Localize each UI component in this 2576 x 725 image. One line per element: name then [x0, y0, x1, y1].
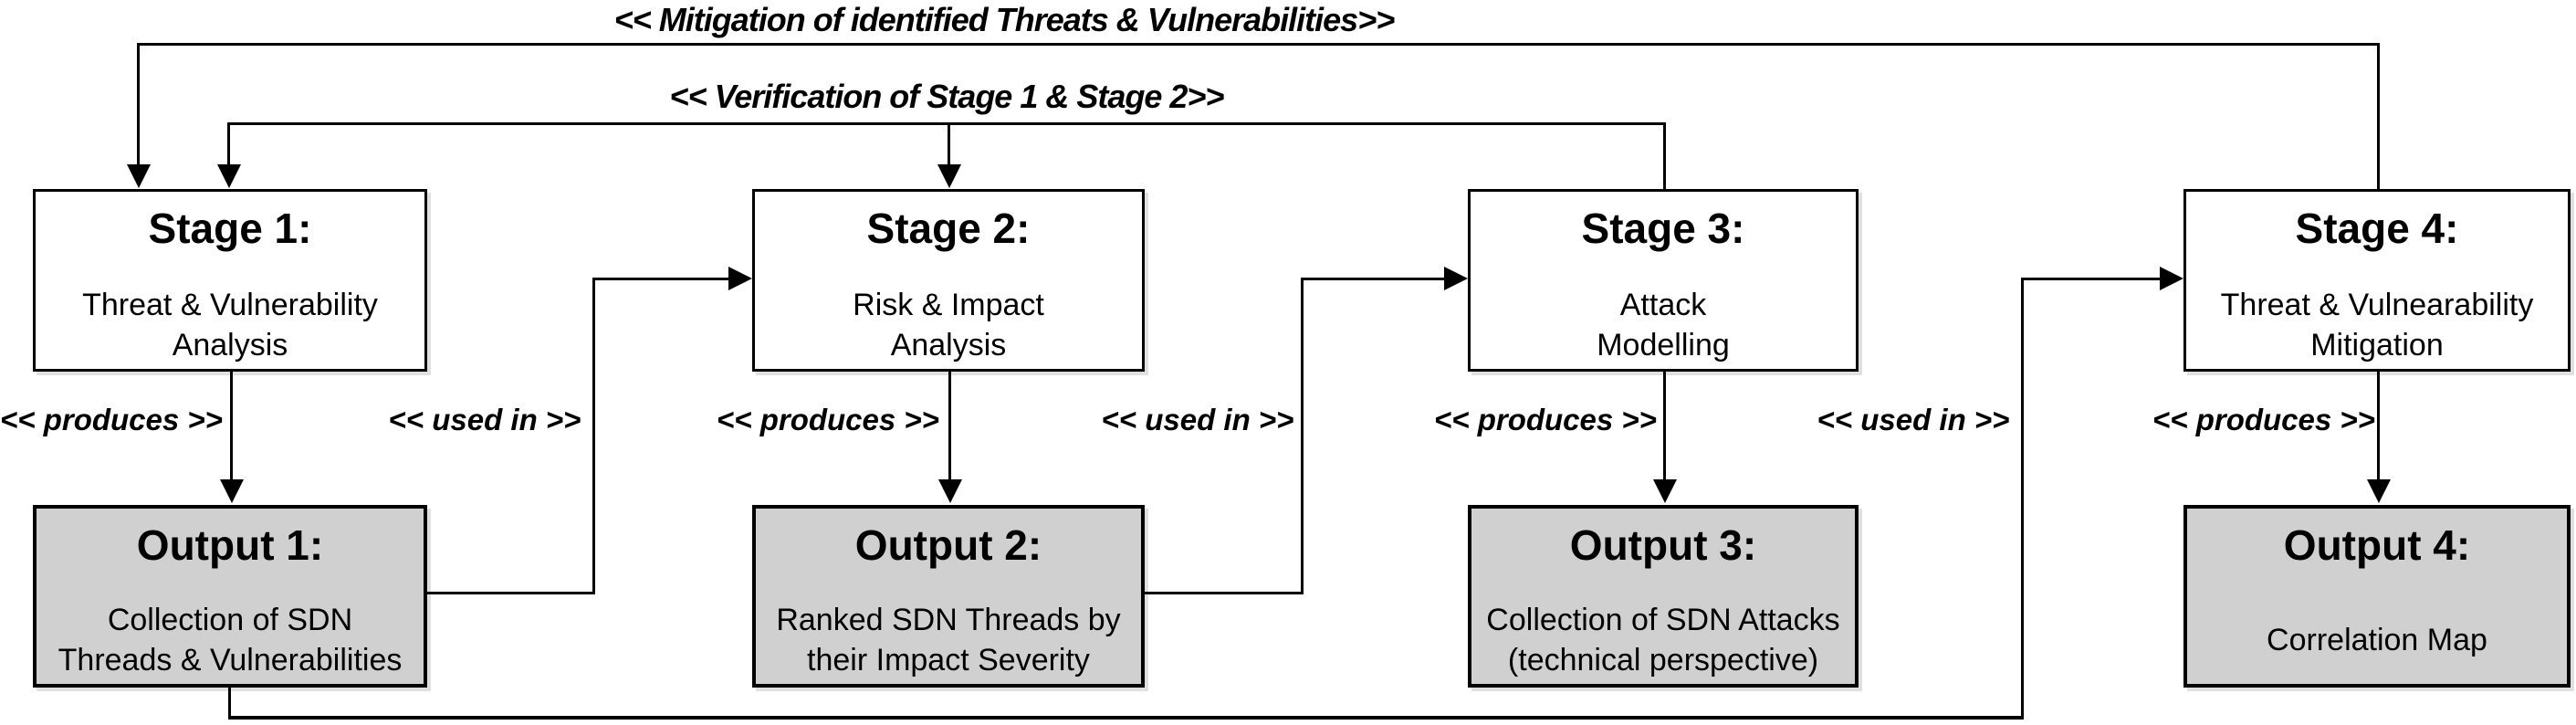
- stage-2-body-line-1: Risk & Impact: [853, 287, 1044, 322]
- bottom-to-stage4-vline: [2021, 278, 2024, 720]
- output-1-body: Collection of SDN Threads & Vulnerabilit…: [37, 600, 424, 680]
- output-1-title: Output 1:: [136, 521, 324, 569]
- output2-to-stage3-vline: [1301, 278, 1304, 594]
- stage-1-box: Stage 1: Threat & Vulnerability Analysis: [33, 189, 427, 372]
- verification-connector-vline-stage2: [948, 122, 950, 164]
- output-3-body-line-1: Collection of SDN Attacks: [1486, 603, 1840, 637]
- output-2-body: Ranked SDN Threads by their Impact Sever…: [756, 600, 1141, 680]
- output-1-body-line-2: Threads & Vulnerabilities: [58, 643, 403, 678]
- used-in-label-1: << used in >>: [388, 403, 581, 436]
- stage4-to-output4-vline: [2377, 372, 2380, 479]
- stage3-to-output3-arrowhead: [1653, 479, 1677, 503]
- verification-arrowhead-into-stage1: [217, 164, 241, 188]
- output1-to-stage2-vline: [592, 278, 595, 594]
- stage-4-body-line-2: Mitigation: [2310, 327, 2444, 362]
- stage1-to-output1-vline: [230, 372, 233, 479]
- stage-1-title: Stage 1:: [148, 205, 312, 252]
- output1-to-stage2-hline-upper: [592, 278, 728, 280]
- output-2-body-line-2: their Impact Severity: [807, 643, 1090, 678]
- produces-label-4: << produces >>: [2152, 403, 2375, 436]
- mitigation-flow-label: << Mitigation of identified Threats & Vu…: [613, 1, 1396, 38]
- mitigation-connector-vline-stage4: [2377, 43, 2380, 189]
- stage2-to-output2-arrowhead: [938, 479, 962, 503]
- produces-label-1: << produces >>: [0, 403, 223, 436]
- output-4-title: Output 4:: [2283, 521, 2471, 569]
- output2-to-stage3-hline-upper: [1301, 278, 1444, 280]
- output-2-box: Output 2: Ranked SDN Threads by their Im…: [752, 505, 1145, 688]
- output2-to-stage3-arrowhead: [1444, 267, 1468, 290]
- stage1-to-output1-arrowhead: [220, 479, 244, 503]
- produces-label-3: << produces >>: [1434, 403, 1657, 436]
- stage-4-box: Stage 4: Threat & Vulnearability Mitigat…: [2183, 189, 2571, 372]
- stage-2-body-line-2: Analysis: [890, 327, 1007, 362]
- output1-to-stage2-arrowhead: [728, 267, 752, 290]
- output-2-body-line-1: Ranked SDN Threads by: [776, 603, 1121, 637]
- output-3-body: Collection of SDN Attacks (technical per…: [1471, 600, 1855, 680]
- stage-2-title: Stage 2:: [866, 205, 1031, 252]
- verification-connector-vline-stage1: [227, 122, 230, 164]
- used-in-label-3: << used in >>: [1817, 403, 2010, 436]
- output-4-box: Output 4: Correlation Map: [2183, 505, 2571, 688]
- verification-connector-hline: [227, 122, 1666, 125]
- output-3-box: Output 3: Collection of SDN Attacks (tec…: [1468, 505, 1859, 688]
- stage-2-body: Risk & Impact Analysis: [755, 285, 1142, 365]
- stage-4-title: Stage 4:: [2295, 205, 2459, 252]
- stage4-to-output4-arrowhead: [2367, 479, 2391, 503]
- output1-to-stage2-hline-lower: [427, 592, 595, 594]
- stage-3-title: Stage 3:: [1581, 205, 1745, 252]
- verification-arrowhead-into-stage2: [937, 164, 961, 188]
- verification-connector-vline-stage3: [1663, 122, 1666, 189]
- stage-4-body: Threat & Vulnearability Mitigation: [2186, 285, 2568, 365]
- output-4-body: Correlation Map: [2187, 620, 2567, 660]
- bottom-connector-hline: [228, 716, 2024, 720]
- stage-1-body-line-2: Analysis: [172, 327, 288, 362]
- produces-label-2: << produces >>: [717, 403, 939, 436]
- output-4-body-line-1: Correlation Map: [2267, 623, 2487, 657]
- bottom-to-stage4-arrowhead: [2160, 267, 2183, 290]
- stage-1-body: Threat & Vulnerability Analysis: [36, 285, 424, 365]
- stage-1-body-line-1: Threat & Vulnerability: [82, 287, 378, 322]
- output-3-title: Output 3:: [1569, 521, 1757, 569]
- stage-3-body-line-2: Modelling: [1597, 327, 1730, 362]
- stage-2-box: Stage 2: Risk & Impact Analysis: [752, 189, 1145, 372]
- mitigation-connector-hline: [137, 43, 2380, 46]
- mitigation-connector-vline-stage1: [137, 43, 140, 164]
- output-1-box: Output 1: Collection of SDN Threads & Vu…: [33, 505, 427, 688]
- stage-3-box: Stage 3: Attack Modelling: [1468, 189, 1859, 372]
- verification-flow-label: << Verification of Stage 1 & Stage 2>>: [669, 78, 1225, 115]
- used-in-label-2: << used in >>: [1101, 403, 1294, 436]
- mitigation-arrowhead-into-stage1: [127, 164, 151, 188]
- output-1-body-line-1: Collection of SDN: [107, 603, 353, 637]
- stage3-to-output3-vline: [1663, 372, 1666, 479]
- output-3-body-line-2: (technical perspective): [1507, 643, 1819, 678]
- stage-3-body: Attack Modelling: [1471, 285, 1856, 365]
- output1-bottom-stub-vline: [228, 688, 231, 718]
- output-2-title: Output 2:: [854, 521, 1042, 569]
- bottom-to-stage4-hline-upper: [2021, 278, 2160, 280]
- stage-3-body-line-1: Attack: [1619, 287, 1707, 322]
- output2-to-stage3-hline-lower: [1145, 592, 1304, 594]
- stage2-to-output2-vline: [948, 372, 951, 479]
- stage-4-body-line-1: Threat & Vulnearability: [2220, 287, 2534, 322]
